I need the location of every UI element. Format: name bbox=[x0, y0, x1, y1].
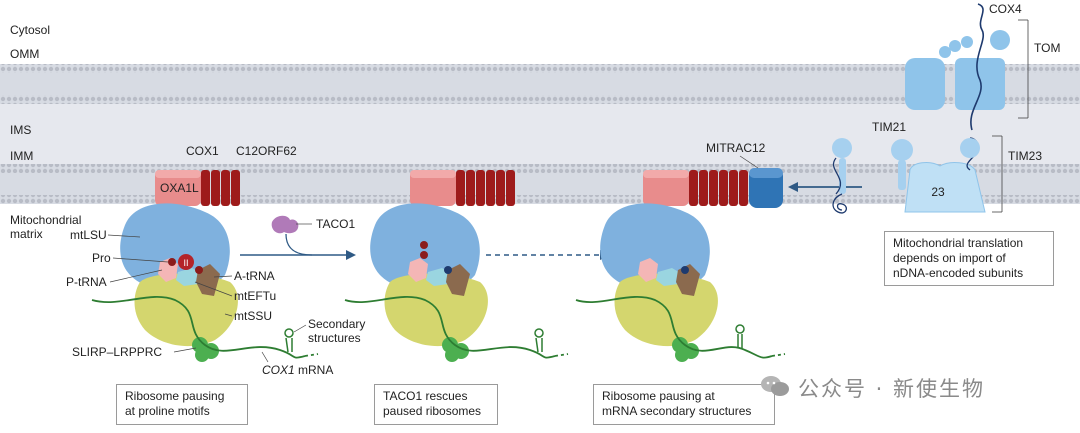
taco1-rescue-arrow: TACO1 bbox=[240, 215, 356, 260]
label-mitrac12: MITRAC12 bbox=[706, 141, 766, 155]
label-cytosol: Cytosol bbox=[10, 23, 50, 37]
label-secondary-2: structures bbox=[308, 331, 361, 345]
mteftu-1 bbox=[176, 268, 202, 286]
pro-residue-2 bbox=[195, 266, 203, 274]
imported-subunit bbox=[832, 138, 852, 214]
label-slirp: SLIRP–LRPPRC bbox=[72, 345, 162, 359]
label-mtlsu: mtLSU bbox=[70, 228, 107, 242]
cox1-helices bbox=[201, 170, 240, 206]
stem-loop-1 bbox=[284, 328, 294, 338]
label-pro: Pro bbox=[92, 251, 111, 265]
label-tim21: TIM21 bbox=[872, 120, 906, 134]
caption-panel-1: Ribosome pausing at proline motifs bbox=[116, 384, 248, 425]
label-taco1: TACO1 bbox=[316, 217, 355, 231]
outer-membrane bbox=[0, 64, 1080, 104]
label-matrix-1: Mitochondrial bbox=[10, 213, 81, 227]
label-matrix-2: matrix bbox=[10, 227, 43, 241]
label-atrna: A-tRNA bbox=[234, 269, 275, 283]
label-oxa1l: OXA1L bbox=[160, 181, 199, 195]
watermark-text: 公众号 · 新使生物 bbox=[798, 377, 986, 401]
caption-panel-2: TACO1 rescues paused ribosomes bbox=[374, 384, 498, 425]
label-omm: OMM bbox=[10, 47, 39, 61]
label-cox4: COX4 bbox=[989, 2, 1022, 16]
mrna-tail-1 bbox=[304, 353, 319, 357]
dashed-arrow bbox=[486, 250, 610, 260]
secondary-structure-1 bbox=[285, 337, 293, 353]
oxa1l-protein bbox=[155, 170, 201, 206]
label-imm: IMM bbox=[10, 149, 33, 163]
mitrac12-protein bbox=[749, 168, 783, 208]
label-tim23: TIM23 bbox=[1008, 149, 1042, 163]
tim23-complex: 23 TIM23 bbox=[904, 135, 1042, 213]
label-ptrna: P-tRNA bbox=[66, 275, 107, 289]
pro-residue bbox=[168, 258, 176, 266]
taco1-protein bbox=[271, 215, 299, 234]
wechat-icon bbox=[761, 376, 789, 396]
label-cox1: COX1 bbox=[186, 144, 219, 158]
label-tim23-core: 23 bbox=[931, 185, 945, 199]
caption-import: Mitochondrial translation depends on imp… bbox=[884, 231, 1054, 286]
label-c12orf62: C12ORF62 bbox=[236, 144, 297, 158]
label-mteftu: mtEFTu bbox=[234, 289, 276, 303]
label-ims: IMS bbox=[10, 123, 31, 137]
panel-2-taco1-rescue bbox=[344, 170, 569, 362]
label-cox1-mrna: COX1 mRNA bbox=[262, 363, 333, 377]
tom-complex: TOM COX4 bbox=[905, 2, 1060, 131]
import-arrow bbox=[788, 182, 862, 192]
cox1-mrna-1 bbox=[91, 296, 306, 359]
tim21-protein: TIM21 bbox=[872, 120, 913, 190]
label-mtssu: mtSSU bbox=[234, 309, 272, 323]
pause-symbol: II bbox=[178, 254, 194, 270]
panel-3-secondary-structure-pause: MITRAC12 bbox=[575, 141, 786, 362]
label-secondary-1: Secondary bbox=[308, 317, 365, 331]
label-tom: TOM bbox=[1034, 41, 1060, 55]
panel-1-ribosome-proline: II COX1 C12ORF62 OXA1L mtLSU Pro P-tRNA … bbox=[66, 144, 365, 377]
caption-panel-3: Ribosome pausing at mRNA secondary struc… bbox=[593, 384, 775, 425]
svg-text:II: II bbox=[183, 258, 188, 268]
